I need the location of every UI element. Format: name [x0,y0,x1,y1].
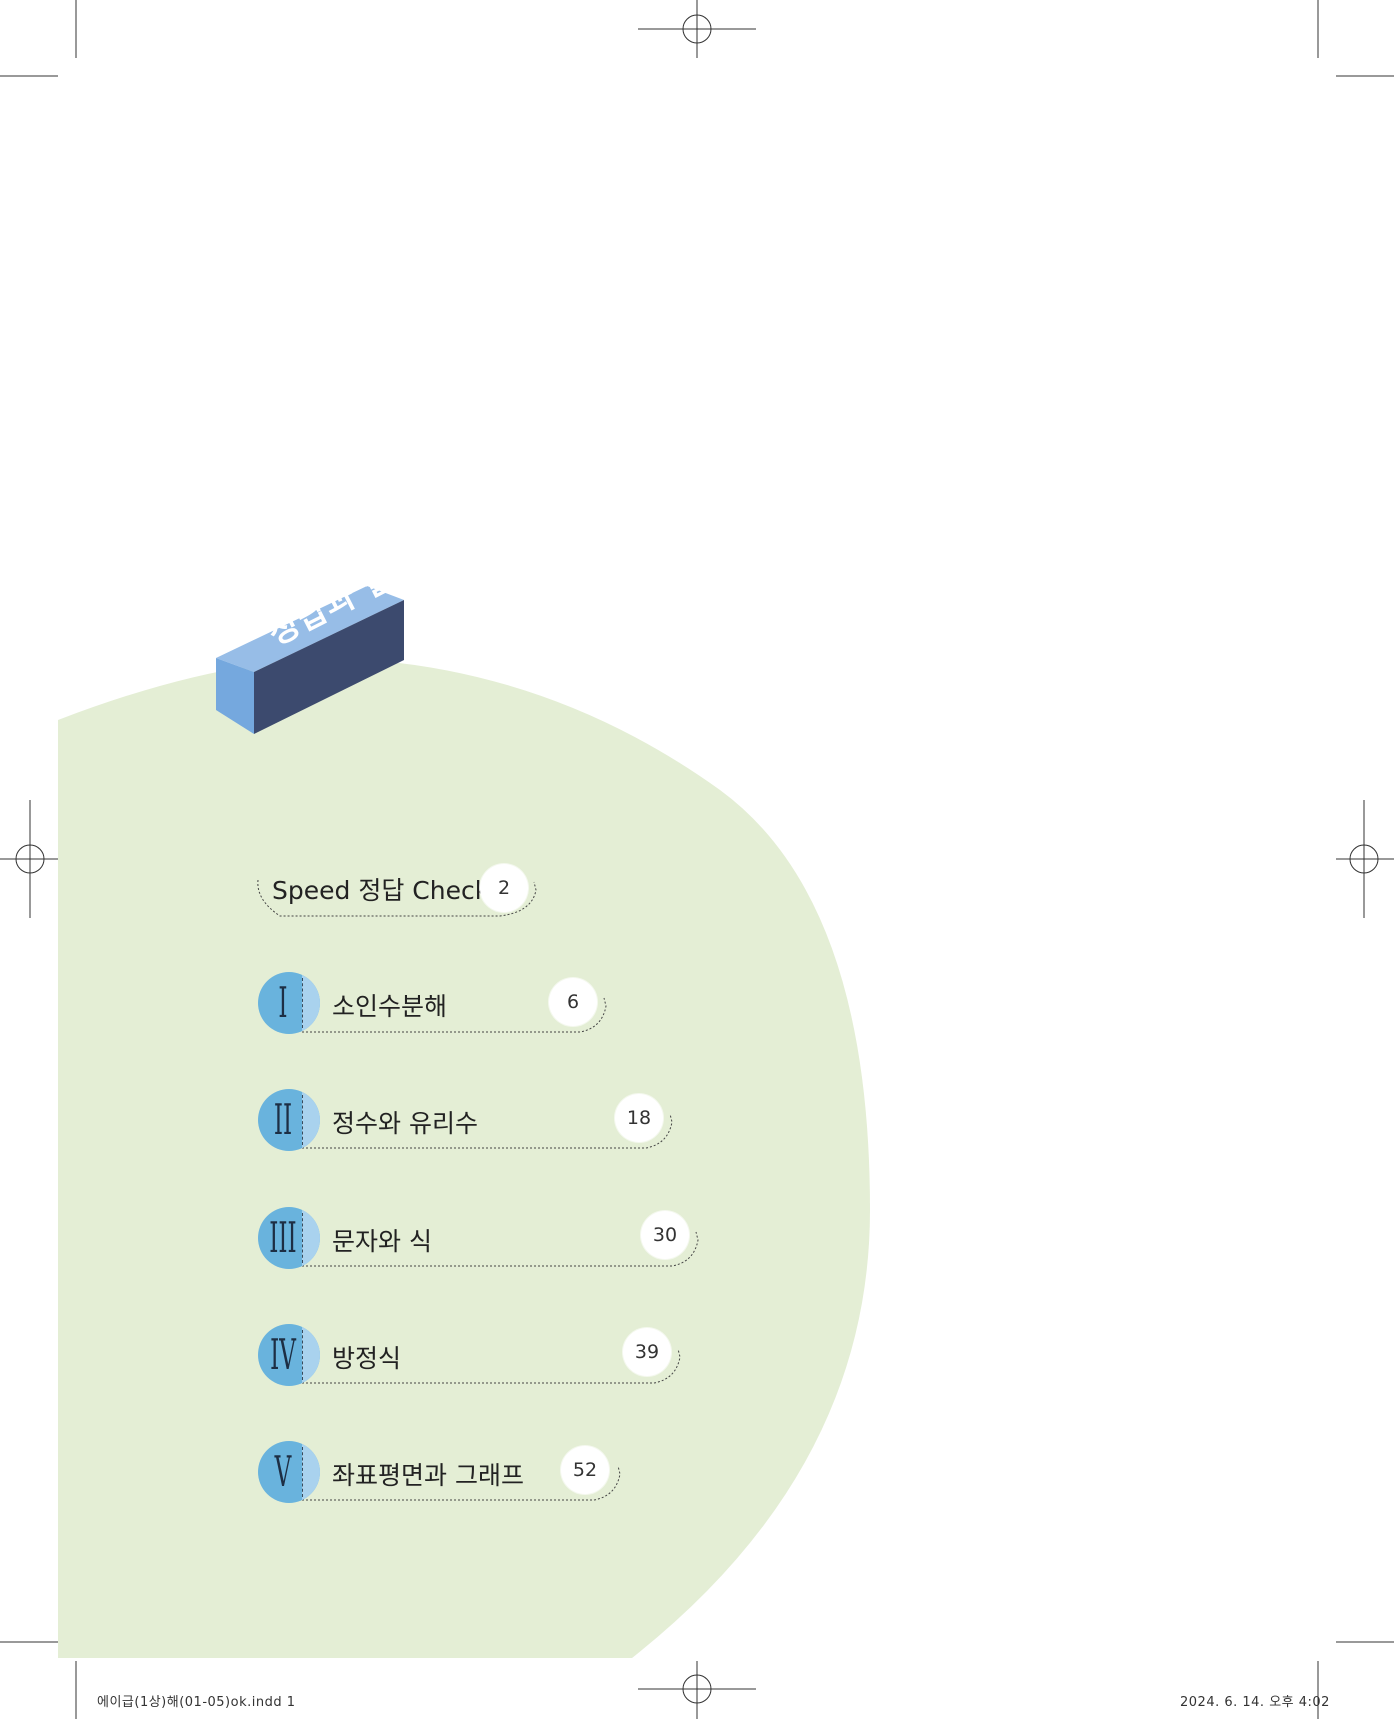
roman-numeral-badge: I [258,972,320,1034]
roman-numeral-badge: V [258,1441,320,1503]
chapter-page-number: 18 [615,1094,663,1142]
speed-check-underline [257,879,537,917]
chapter-page-number: 39 [623,1328,671,1376]
title-block-3d [216,586,404,734]
chapter-page-number: 52 [561,1446,609,1494]
speed-check-label: Speed 정답 Check [272,876,490,905]
chapter-page-number: 30 [641,1211,689,1259]
roman-numeral: III [269,1213,297,1262]
chapter-title: 방정식 [332,1344,402,1373]
chapter-underline [302,1231,699,1267]
chapter-underline [302,1113,673,1149]
chapter-underline [302,1348,681,1384]
chapter-page-number: 6 [549,978,597,1026]
roman-numeral-badge: III [258,1207,320,1269]
chapter-title: 정수와 유리수 [332,1109,478,1138]
chapter-underline [302,997,607,1033]
chapter-title: 좌표평면과 그래프 [332,1461,524,1490]
chapter-underline [302,1465,621,1501]
chapter-title: 문자와 식 [332,1227,432,1256]
footer-timestamp: 2024. 6. 14. 오후 4:02 [1180,1695,1330,1710]
speed-check-page-number: 2 [480,864,528,912]
roman-numeral-badge: II [258,1089,320,1151]
roman-numeral: II [273,1095,293,1144]
roman-numeral: V [274,1447,292,1496]
footer-file-name: 에이급(1상)해(01-05)ok.indd 1 [97,1695,296,1710]
roman-numeral: I [278,978,288,1027]
chapter-title: 소인수분해 [332,992,448,1021]
roman-numeral: IV [270,1330,296,1379]
roman-numeral-badge: IV [258,1324,320,1386]
